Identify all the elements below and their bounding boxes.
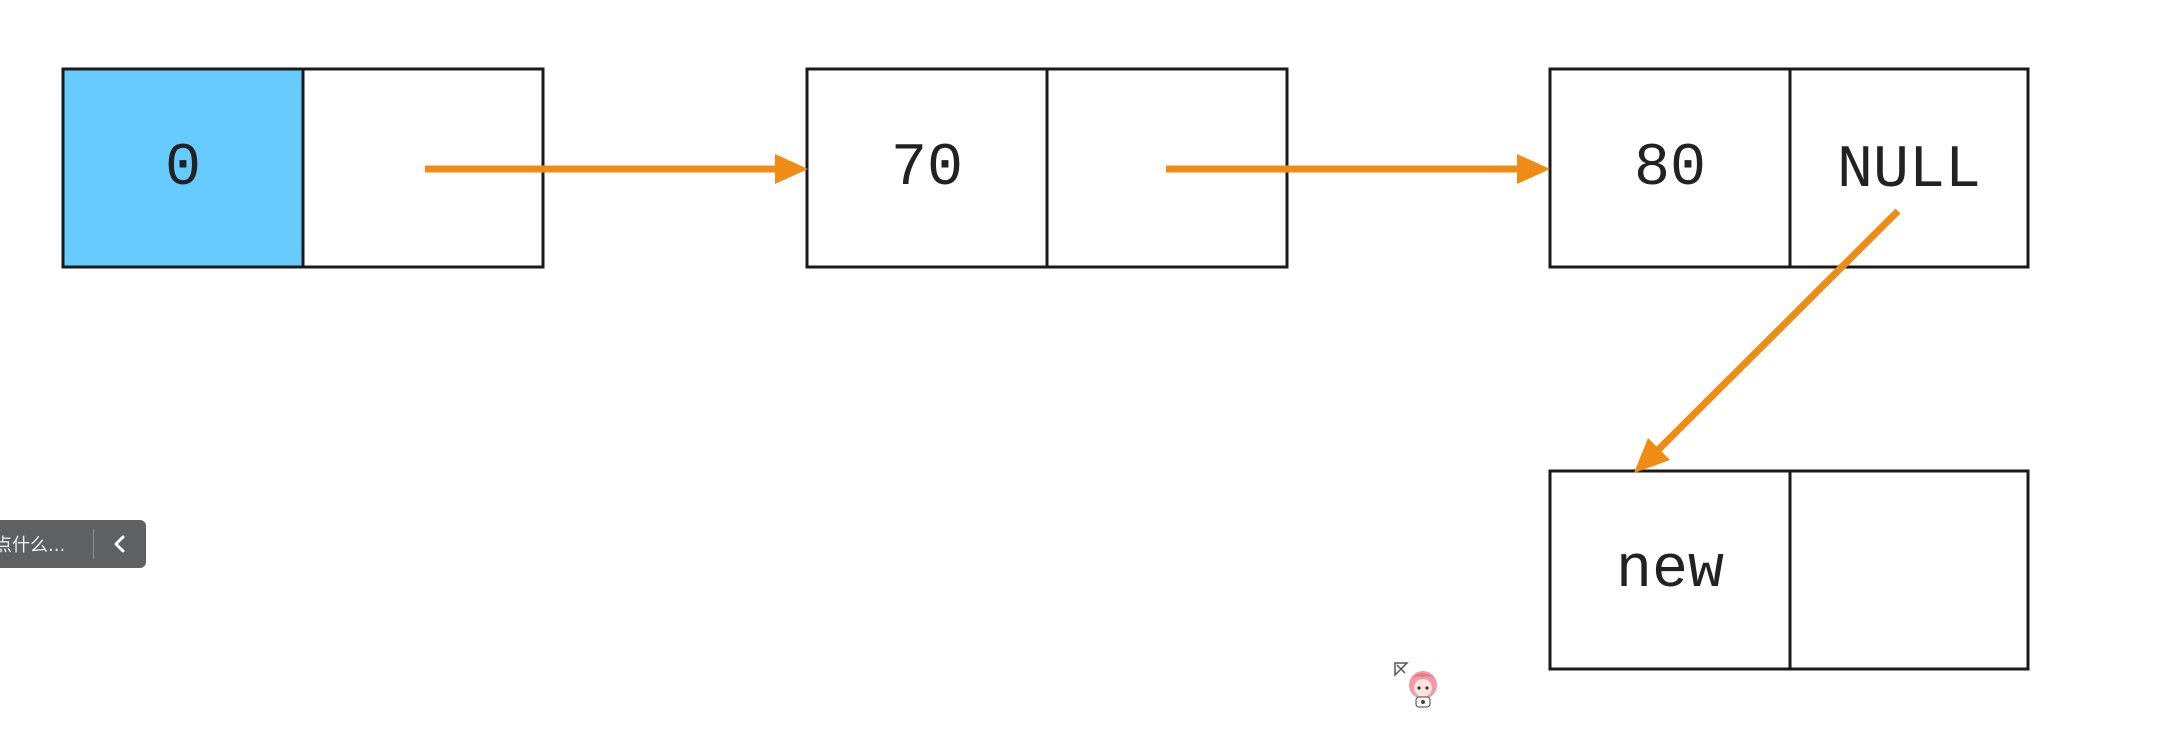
- list-node-80: 80 NULL: [1548, 67, 2030, 269]
- node-next-cell: [1788, 67, 2030, 269]
- pointer-arrow-70-to-80: [1166, 154, 1550, 184]
- node-next-null-text: NULL: [1837, 137, 1981, 205]
- list-node-head: 0: [61, 67, 545, 269]
- chevron-left-icon[interactable]: [106, 526, 134, 562]
- list-node-new: new: [1548, 469, 2030, 671]
- floating-search-toolbar[interactable]: 点什么...: [0, 520, 146, 568]
- node-value-text: 80: [1634, 135, 1706, 203]
- pointer-arrow-head-to-70: [425, 154, 808, 184]
- node-next-cell: [1788, 469, 2030, 671]
- node-value-cell: [61, 67, 305, 269]
- toolbar-divider: [93, 529, 94, 559]
- toolbar-prompt-text[interactable]: 点什么...: [0, 535, 66, 556]
- pointer-arrow-80-to-new: [1634, 208, 1901, 473]
- node-value-text: new: [1616, 537, 1724, 605]
- anime-girl-mascot-icon[interactable]: [1393, 661, 1445, 711]
- list-node-70: 70: [805, 67, 1289, 269]
- node-value-text: 0: [165, 135, 201, 203]
- node-value-text: 70: [891, 135, 963, 203]
